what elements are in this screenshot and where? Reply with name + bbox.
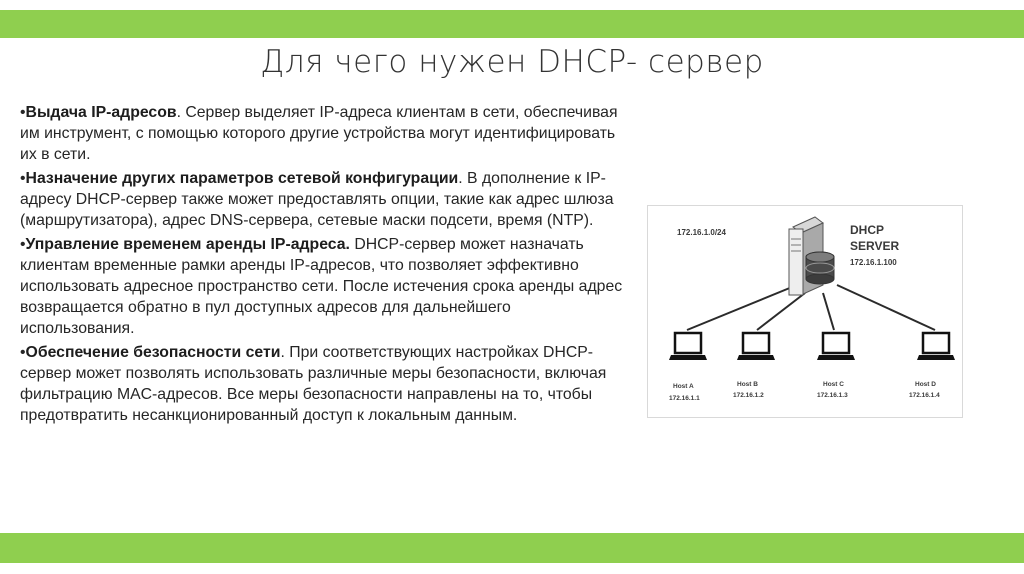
link-host-c [822, 292, 835, 331]
bullet-item: •Управление временем аренды IP-адреса. D… [20, 234, 625, 339]
bullet-text: DHCP-сервер может назначать клиентам вре… [20, 236, 623, 337]
server-label-dhcp: DHCP [850, 223, 884, 237]
laptop-icon [917, 331, 955, 360]
bullet-item: •Выдача IP-адресов. Сервер выделяет IP-а… [20, 102, 625, 165]
bullet-heading: Назначение других параметров сетевой кон… [25, 170, 459, 187]
bullet-marker: • [20, 236, 26, 253]
host-c-name: Host C [823, 381, 844, 388]
bullet-list: •Выдача IP-адресов. Сервер выделяет IP-а… [20, 102, 625, 429]
top-accent-bar [0, 10, 1024, 38]
bullet-marker: • [20, 344, 26, 361]
bullet-heading: Управление временем аренды IP-адреса. [25, 236, 350, 253]
bullet-marker: • [20, 104, 26, 121]
server-icon [788, 216, 835, 296]
laptop-icon [817, 331, 855, 360]
laptop-icon [737, 331, 775, 360]
bullet-heading: Обеспечение безопасности сети [25, 344, 281, 361]
link-host-d [836, 284, 936, 331]
bullet-heading: Выдача IP-адресов [25, 104, 177, 121]
host-d-ip: 172.16.1.4 [909, 392, 940, 399]
bullet-marker: • [20, 170, 26, 187]
server-label-server: SERVER [850, 239, 899, 253]
host-a-name: Host A [673, 383, 694, 390]
host-b-name: Host B [737, 381, 758, 388]
bullet-text: . В дополнение к IP-адресу DHCP-сервер т… [20, 170, 614, 229]
bullet-text: . Сервер выделяет IP-адреса клиентам в с… [20, 104, 618, 163]
host-c-ip: 172.16.1.3 [817, 392, 848, 399]
network-diagram: 172.16.1.0/24 DHCP SERVER 172.16.1.100 [647, 205, 963, 418]
bottom-accent-bar [0, 533, 1024, 563]
host-b-ip: 172.16.1.2 [733, 392, 764, 399]
bullet-text: . При соответствующих настройках DHCP-се… [20, 344, 607, 424]
network-diagram-svg: 172.16.1.0/24 DHCP SERVER 172.16.1.100 [647, 205, 963, 418]
laptop-icon [669, 331, 707, 360]
link-host-a [686, 284, 798, 331]
network-subnet: 172.16.1.0/24 [677, 228, 726, 237]
slide-title: Для чего нужен DHCP- сервер [260, 44, 764, 80]
bullet-item: •Назначение других параметров сетевой ко… [20, 168, 625, 231]
host-d-name: Host D [915, 381, 936, 388]
server-ip: 172.16.1.100 [850, 258, 897, 267]
link-host-b [756, 292, 806, 331]
network-links [686, 284, 936, 331]
bullet-item: •Обеспечение безопасности сети. При соот… [20, 342, 625, 426]
host-a-ip: 172.16.1.1 [669, 395, 700, 402]
